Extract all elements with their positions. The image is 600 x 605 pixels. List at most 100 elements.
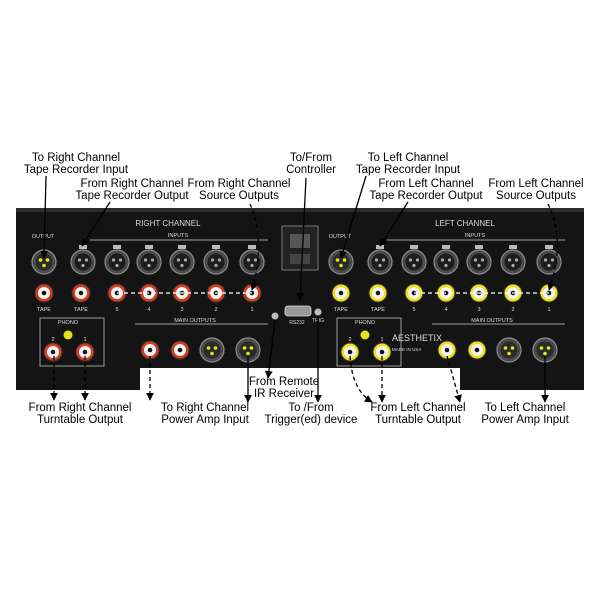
right-input-xlr-4-latch <box>145 245 153 249</box>
left-tape-xlr-hole-0 <box>374 258 379 262</box>
right-main-out-xlr-2-pin-2 <box>246 351 250 356</box>
right-phono-number-2: 2 <box>51 337 54 343</box>
left-input-xlr-2-hole-0 <box>507 258 512 262</box>
left-phono-number-1: 1 <box>380 337 383 343</box>
callout-to-right-power-amp: To Right Channel Power Amp Input <box>160 402 250 426</box>
left-phono-led <box>360 330 370 340</box>
left-tape-out-rca-pin <box>338 290 344 296</box>
left-output-xlr-pin-2 <box>339 263 343 268</box>
left-main-out-xlr-2-pin-0 <box>539 346 544 350</box>
left-output-xlr-pin-1 <box>342 258 347 262</box>
callout-from-left-source: From Left Channel Source Outputs <box>488 178 584 202</box>
right-input-xlr-1-face <box>243 253 261 271</box>
right-input-xlr-3-hole-0 <box>176 258 181 262</box>
right-phono-label: PHONO <box>58 320 79 326</box>
right-tape-out-rca-pin <box>41 290 47 296</box>
left-phono-rca-1-pin <box>379 349 385 355</box>
left-input-xlr-3-latch <box>475 245 483 249</box>
right-main-out-xlr-1-pin-0 <box>206 346 211 350</box>
left-phono-rca-2-pin <box>347 349 353 355</box>
left-input-xlr-1-latch <box>545 245 553 249</box>
right-tape-xlr-hole-0 <box>77 258 82 262</box>
right-input-xlr-4-hole-1 <box>150 258 155 262</box>
wire-from-left-tape-output <box>379 201 409 247</box>
wire-from-remote-ir <box>264 319 276 379</box>
right-tape-xlr-hole-2 <box>81 263 85 268</box>
left-input-xlr-2-hole-1 <box>514 258 519 262</box>
left-input-number-2: 2 <box>511 307 514 313</box>
left-input-xlr-1-hole-0 <box>543 258 548 262</box>
left-main-out-xlr-2-face <box>536 341 554 359</box>
right-input-number-3: 3 <box>180 307 183 313</box>
right-phono-rca-1-pin <box>82 349 88 355</box>
wire-to-right-tape-input <box>40 175 49 259</box>
trigger-jack <box>314 308 322 316</box>
wire-to-left-tape-input <box>339 175 367 259</box>
wire-from-right-source <box>249 203 260 291</box>
right-input-xlr-2-hole-1 <box>217 258 222 262</box>
left-input-xlr-3-hole-0 <box>473 258 478 262</box>
left-input-xlr-1-hole-1 <box>550 258 555 262</box>
left-main-out-xlr-1-pin-2 <box>507 351 511 356</box>
callout-from-right-turntable: From Right Channel Turntable Output <box>28 402 132 426</box>
right-main-out-xlr-1-pin-1 <box>213 346 218 350</box>
right-input-xlr-5-hole-2 <box>115 263 119 268</box>
power-inlet-socket <box>290 234 310 248</box>
wire-from-left-turntable <box>349 355 373 403</box>
right-input-xlr-5-latch <box>113 245 121 249</box>
right-tape-xlr-face <box>74 253 92 271</box>
left-main-out-rca-1-pin <box>444 347 450 353</box>
left-input-xlr-5-hole-0 <box>408 258 413 262</box>
right-main-out-xlr-2-pin-1 <box>249 346 254 350</box>
left-phono-number-2: 2 <box>348 337 351 343</box>
rs232-port <box>284 305 312 317</box>
right-main-out-xlr-1-pin-2 <box>210 351 214 356</box>
right-phono-number-1: 1 <box>83 337 86 343</box>
right-input-xlr-5-hole-1 <box>118 258 123 262</box>
left-input-xlr-5-latch <box>410 245 418 249</box>
left-tape-in-label: TAPE <box>371 307 385 313</box>
callout-to-from-trigger: To /From Trigger(ed) device <box>264 402 358 426</box>
right-tape-xlr-hole-1 <box>84 258 89 262</box>
right-main-out-xlr-1-face <box>203 341 221 359</box>
rs232-label: RS232 <box>289 320 305 326</box>
right-phono-box <box>39 317 105 367</box>
right-main-out-xlr-2-pin-0 <box>242 346 247 350</box>
left-input-number-5: 5 <box>412 307 415 313</box>
callout-from-right-source: From Right Channel Source Outputs <box>187 178 291 202</box>
left-tape-out-label: TAPE <box>334 307 348 313</box>
left-phono-label: PHONO <box>355 320 376 326</box>
left-input-xlr-2-hole-2 <box>511 263 515 268</box>
wire-from-left-source <box>547 203 558 291</box>
left-tape-xlr-hole-1 <box>381 258 386 262</box>
callout-from-left-tape-output: From Left Channel Tape Recorder Output <box>369 178 483 202</box>
right-tape-out-label: TAPE <box>37 307 51 313</box>
right-tape-in-rca-pin <box>78 290 84 296</box>
left-input-number-1: 1 <box>547 307 550 313</box>
right-phono-led <box>63 330 73 340</box>
right-input-xlr-5-hole-0 <box>111 258 116 262</box>
right-output-xlr-pin-2 <box>42 263 46 268</box>
right-input-number-2: 2 <box>214 307 217 313</box>
left-input-xlr-3-hole-1 <box>480 258 485 262</box>
right-main-out-xlr-2-face <box>239 341 257 359</box>
left-input-xlr-3-hole-2 <box>477 263 481 268</box>
right-input-number-1: 1 <box>250 307 253 313</box>
right-input-xlr-4-face <box>140 253 158 271</box>
left-input-xlr-5-hole-2 <box>412 263 416 268</box>
left-input-xlr-4-latch <box>442 245 450 249</box>
right-inputs-label: INPUTS <box>168 233 189 239</box>
right-tape-xlr-latch <box>79 245 87 249</box>
right-tape-in-label: TAPE <box>74 307 88 313</box>
right-input-xlr-1-hole-0 <box>246 258 251 262</box>
chassis-top-edge <box>16 208 584 212</box>
left-input-xlr-4-hole-2 <box>444 263 448 268</box>
callout-to-right-tape-input: To Right Channel Tape Recorder Input <box>23 152 129 176</box>
right-input-xlr-2-hole-2 <box>214 263 218 268</box>
left-main-out-xlr-1-pin-1 <box>510 346 515 350</box>
right-output-xlr-pin-0 <box>38 258 43 262</box>
wire-to-left-power-amp <box>446 355 462 403</box>
left-tape-xlr-latch <box>376 245 384 249</box>
right-output-xlr-face <box>35 253 53 271</box>
